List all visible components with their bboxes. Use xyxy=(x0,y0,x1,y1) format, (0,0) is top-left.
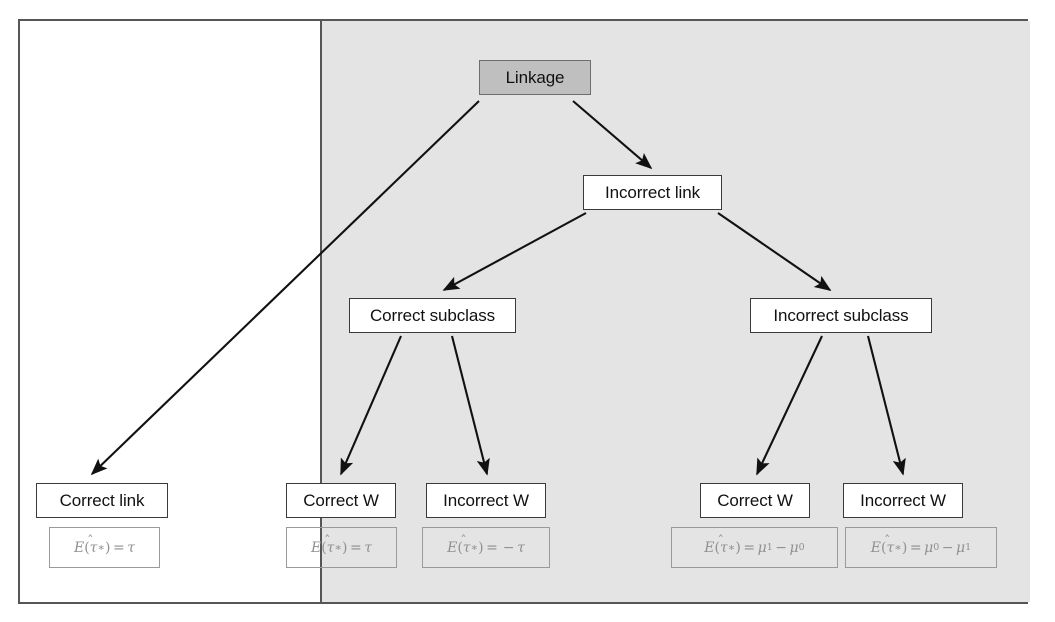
node-correct-subclass[interactable]: Correct subclass xyxy=(349,298,516,333)
node-correct-link-label: Correct link xyxy=(59,491,145,510)
formula-correct-subclass-incorrect-w: E(τ̂∗)=−τ xyxy=(422,527,550,568)
node-incorrect-subclass-incorrect-w-label: Incorrect W xyxy=(860,491,946,510)
node-incorrect-link[interactable]: Incorrect link xyxy=(583,175,722,210)
node-correct-subclass-label: Correct subclass xyxy=(370,306,495,325)
node-incorrect-subclass[interactable]: Incorrect subclass xyxy=(750,298,932,333)
formula-incorrect-subclass-correct-w: E(τ̂∗)=μ1−μ0 xyxy=(671,527,838,568)
node-correct-subclass-incorrect-w-label: Incorrect W xyxy=(443,491,529,510)
node-correct-subclass-correct-w-label: Correct W xyxy=(303,491,379,510)
formula-incorrect-subclass-incorrect-w: E(τ̂∗)=μ0−μ1 xyxy=(845,527,997,568)
formula-correct-link: E(τ̂∗)=τ xyxy=(49,527,160,568)
node-incorrect-subclass-label: Incorrect subclass xyxy=(773,306,909,325)
node-incorrect-subclass-correct-w[interactable]: Correct W xyxy=(700,483,810,518)
node-incorrect-subclass-incorrect-w[interactable]: Incorrect W xyxy=(843,483,963,518)
formula-correct-subclass-correct-w: E(τ̂∗)=τ xyxy=(286,527,397,568)
node-correct-link[interactable]: Correct link xyxy=(36,483,168,518)
node-linkage[interactable]: Linkage xyxy=(479,60,591,95)
node-correct-subclass-correct-w[interactable]: Correct W xyxy=(286,483,396,518)
node-incorrect-subclass-correct-w-label: Correct W xyxy=(717,491,793,510)
node-incorrect-link-label: Incorrect link xyxy=(605,183,700,202)
node-linkage-label: Linkage xyxy=(505,68,565,87)
node-correct-subclass-incorrect-w[interactable]: Incorrect W xyxy=(426,483,546,518)
